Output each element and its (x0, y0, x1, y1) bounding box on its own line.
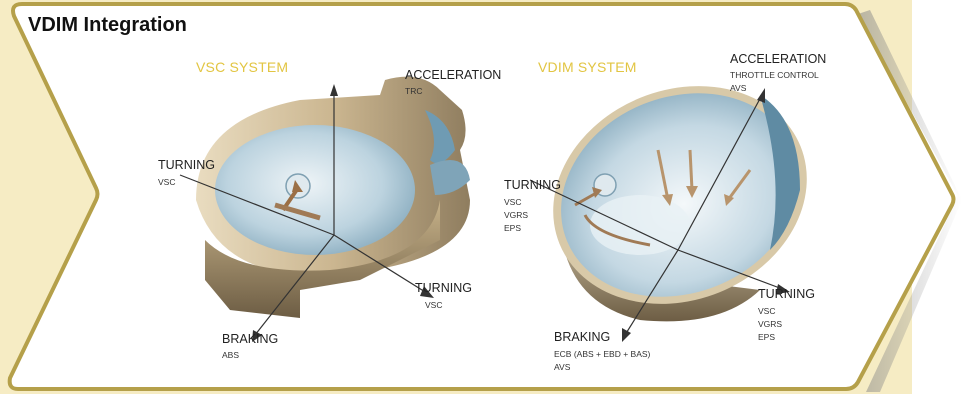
vsc-bowl-inner (215, 125, 415, 255)
vdim-turning-left-subs: VSC VGRS EPS (504, 196, 528, 235)
vsc-turning-right-axis (333, 234, 431, 296)
page-title: VDIM Integration (28, 14, 187, 36)
vdim-turning-right-sub: VGRS (758, 319, 783, 329)
vdim-braking-sub: ECB (ABS + EBD + BAS) (554, 349, 651, 359)
vsc-turning-right-subs: VSC (425, 299, 442, 312)
vdim-turning-right-axis (677, 249, 786, 291)
vsc-acceleration-sub: TRC (405, 86, 423, 96)
vsc-system-label: VSC SYSTEM (196, 59, 289, 75)
vdim-braking-subs: ECB (ABS + EBD + BAS) AVS (554, 348, 650, 374)
vdim-turning-left-sub: VGRS (504, 210, 529, 220)
vsc-turning-right-sub: VSC (425, 300, 443, 310)
vdim-turning-right-label: TURNING (758, 287, 815, 301)
vsc-braking-subs: ABS (222, 349, 239, 362)
vsc-braking-sub: ABS (222, 350, 240, 360)
vdim-turning-left-axis (529, 179, 679, 251)
vsc-braking-label: BRAKING (222, 332, 279, 346)
vdim-acceleration-sub: THROTTLE CONTROL (730, 70, 819, 80)
vsc-acceleration-subs: TRC (405, 85, 422, 98)
vsc-acceleration-label: ACCELERATION (405, 68, 502, 82)
vdim-turning-left-sub: EPS (504, 223, 522, 233)
vsc-turning-left-label: TURNING (158, 158, 215, 172)
vdim-turning-right-sub: VSC (758, 306, 776, 316)
vdim-acceleration-axis (677, 94, 763, 251)
vsc-turning-right-label: TURNING (415, 281, 472, 295)
vsc-turning-left-axis (179, 174, 335, 236)
vdim-system-label: VDIM SYSTEM (538, 59, 637, 75)
vsc-turning-left-subs: VSC (158, 176, 175, 189)
vsc-braking-axis (254, 234, 335, 336)
vdim-turning-right-sub: EPS (758, 332, 776, 342)
vdim-braking-sub: AVS (554, 362, 571, 372)
vdim-turning-left-label: TURNING (504, 178, 561, 192)
vdim-acceleration-sub: AVS (730, 83, 747, 93)
vdim-acceleration-subs: THROTTLE CONTROL AVS (730, 69, 819, 95)
vdim-braking-label: BRAKING (554, 330, 611, 344)
vsc-bowl-base (205, 200, 440, 318)
vdim-turning-left-sub: VSC (504, 197, 522, 207)
vsc-turning-left-sub: VSC (158, 177, 176, 187)
vdim-acceleration-label: ACCELERATION (730, 52, 827, 66)
vdim-braking-axis (624, 249, 679, 336)
vdim-turning-right-subs: VSC VGRS EPS (758, 305, 782, 344)
